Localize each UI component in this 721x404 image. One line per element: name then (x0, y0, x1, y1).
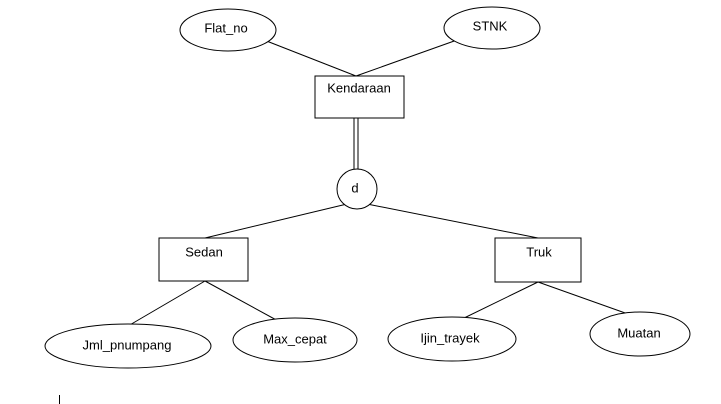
attribute-flat-no: Flat_no (179, 8, 277, 52)
entity-kendaraan-label: Kendaraan (327, 81, 391, 96)
attribute-jml-pnumpang-label: Jml_pnumpang (83, 338, 172, 353)
attribute-flat-no-label: Flat_no (204, 21, 247, 36)
attribute-max-cepat-label: Max_cepat (263, 332, 327, 347)
edge-flat-no-kendaraan (263, 39, 357, 77)
attribute-muatan-label: Muatan (617, 326, 660, 341)
attribute-ijin-trayek: Ijin_trayek (387, 316, 517, 362)
edge-specialization-sedan (204, 203, 348, 239)
edge-truk-ijin-trayek (459, 281, 539, 321)
edge-truk-muatan (537, 281, 629, 315)
edge-specialization-truk (366, 203, 539, 239)
attribute-muatan: Muatan (589, 311, 691, 357)
entity-sedan: Sedan (158, 237, 249, 282)
attribute-stnk-label: STNK (473, 19, 508, 34)
specialization-circle: d (336, 168, 378, 210)
text-cursor (59, 395, 60, 404)
attribute-jml-pnumpang: Jml_pnumpang (44, 323, 212, 369)
attribute-stnk: STNK (443, 6, 541, 50)
entity-kendaraan: Kendaraan (314, 75, 405, 119)
edge-sedan-max-cepat (204, 280, 281, 323)
edge-sedan-jml-pnumpang (127, 280, 206, 327)
entity-truk-label: Truk (526, 245, 552, 260)
entity-sedan-label: Sedan (185, 245, 223, 260)
entity-truk: Truk (494, 237, 582, 283)
attribute-ijin-trayek-label: Ijin_trayek (420, 331, 480, 346)
edge-stnk-kendaraan (355, 39, 458, 77)
attribute-max-cepat: Max_cepat (232, 317, 358, 363)
specialization-label: d (351, 181, 358, 196)
